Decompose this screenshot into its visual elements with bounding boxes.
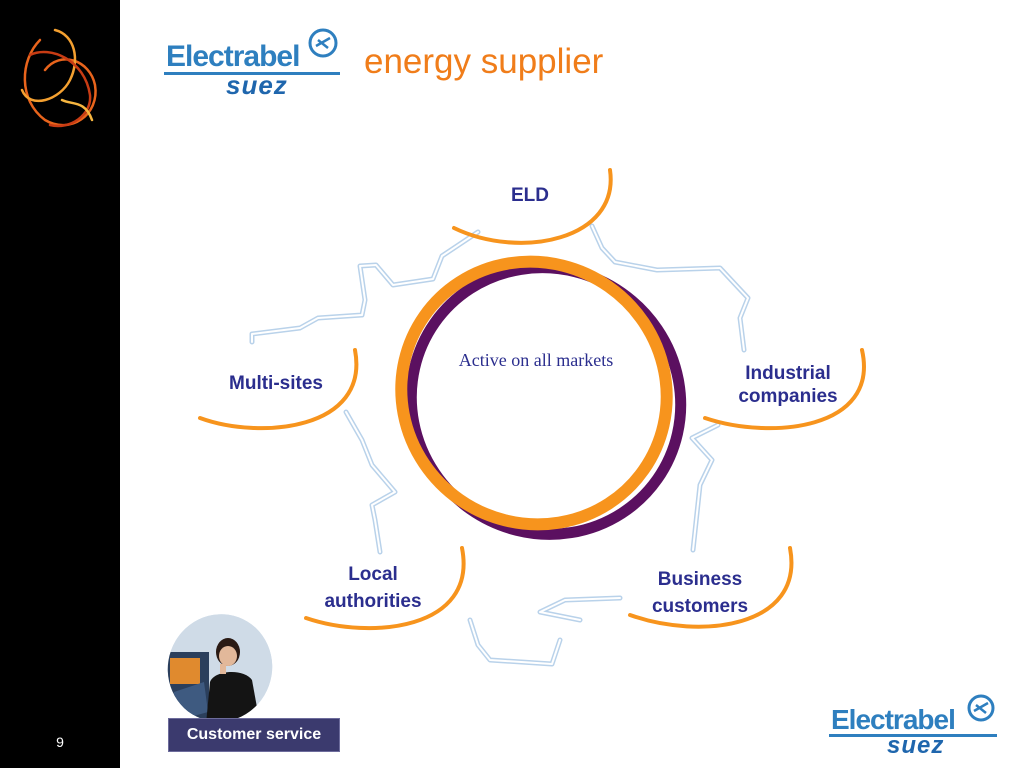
footer-logo-name-text: Electrabel — [831, 704, 956, 735]
logo-name-text: Electrabel — [166, 40, 300, 73]
footer-electrabel-suez-logo: Electrabel suez — [829, 692, 1001, 762]
customer-service-photo — [164, 612, 278, 724]
logo-emblem-icon — [308, 28, 338, 58]
node-industrial-line2: companies — [738, 386, 838, 407]
sidebar: 9 — [0, 0, 120, 768]
node-business-line2: customers — [651, 596, 749, 617]
center-label: Active on all markets — [458, 350, 614, 370]
node-eld: ELD — [511, 185, 549, 206]
arc-business — [628, 546, 794, 629]
arc-multi-sites — [198, 348, 359, 431]
footer-logo-emblem-icon — [967, 694, 995, 722]
node-local-line2: authorities — [324, 591, 422, 612]
node-local-authorities: Local authorities — [303, 561, 443, 615]
node-business-customers: Business customers — [630, 566, 770, 620]
arc-industrial — [703, 348, 866, 431]
page-title: energy supplier — [364, 42, 604, 81]
logo-sub-text: suez — [226, 70, 288, 100]
node-multi-sites: Multi-sites — [229, 373, 323, 394]
node-industrial-companies: Industrial companies — [718, 362, 858, 408]
customer-service-label: Customer service — [168, 718, 340, 752]
node-local-line1: Local — [348, 564, 398, 585]
logo-divider — [164, 72, 340, 75]
footer-logo-sub-text: suez — [887, 732, 945, 759]
center-ring — [395, 255, 673, 531]
arc-local — [304, 546, 466, 631]
footer-logo-divider — [829, 734, 997, 737]
swirl-decoration — [20, 28, 97, 128]
page-number: 9 — [56, 734, 64, 750]
electrabel-suez-logo: Electrabel suez — [164, 26, 344, 102]
node-industrial-line1: Industrial — [745, 363, 831, 384]
arc-eld — [452, 168, 613, 245]
map-outline-inner — [251, 225, 749, 665]
node-business-line1: Business — [657, 569, 743, 590]
